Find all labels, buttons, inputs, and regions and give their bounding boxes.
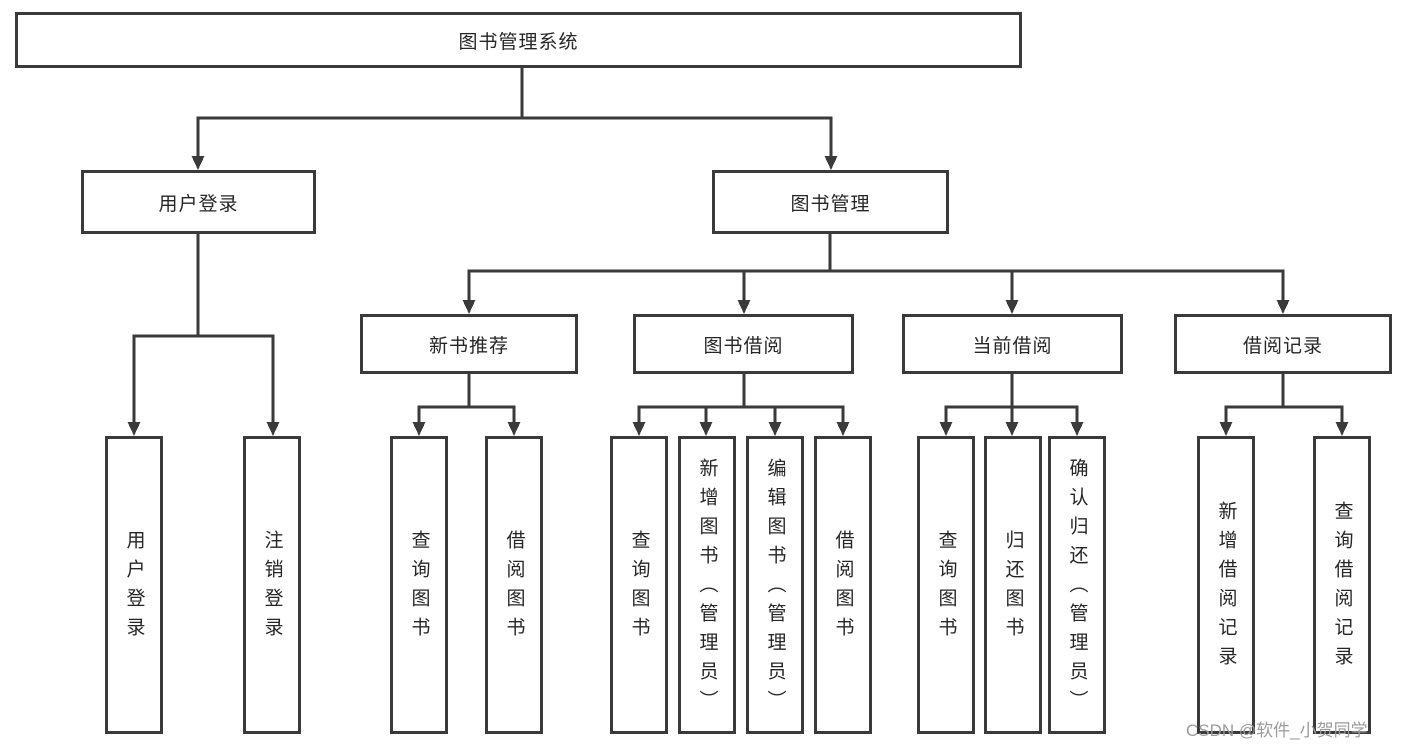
leaf-return-books: 归还图书 [984, 436, 1042, 734]
leaf-add-books-admin: 新增图书（管理员） [678, 436, 736, 734]
node-borrowing-records: 借阅记录 [1174, 314, 1392, 374]
node-book-borrowing: 图书借阅 [633, 314, 854, 374]
watermark: CSDN @软件_小贺同学 [1186, 721, 1368, 740]
leaf-logout: 注销登录 [243, 436, 301, 734]
leaf-query-books-recommend: 查询图书 [390, 436, 448, 734]
leaf-add-borrowing-record: 新增借阅记录 [1197, 436, 1255, 734]
leaf-query-borrowing-record: 查询借阅记录 [1313, 436, 1371, 734]
leaf-user-login: 用户登录 [105, 436, 163, 734]
leaf-edit-books-admin: 编辑图书（管理员） [746, 436, 804, 734]
node-library-management-system: 图书管理系统 [15, 12, 1022, 68]
leaf-query-books-borrow: 查询图书 [610, 436, 668, 734]
node-current-borrowing: 当前借阅 [902, 314, 1123, 374]
leaf-confirm-return-admin: 确认归还（管理员） [1048, 436, 1106, 734]
leaf-query-books-current: 查询图书 [917, 436, 975, 734]
node-new-book-recommendation: 新书推荐 [360, 314, 578, 374]
node-book-management: 图书管理 [712, 170, 949, 234]
leaf-borrow-books: 借阅图书 [814, 436, 872, 734]
leaf-borrow-books-recommend: 借阅图书 [485, 436, 543, 734]
node-user-login: 用户登录 [81, 170, 316, 234]
